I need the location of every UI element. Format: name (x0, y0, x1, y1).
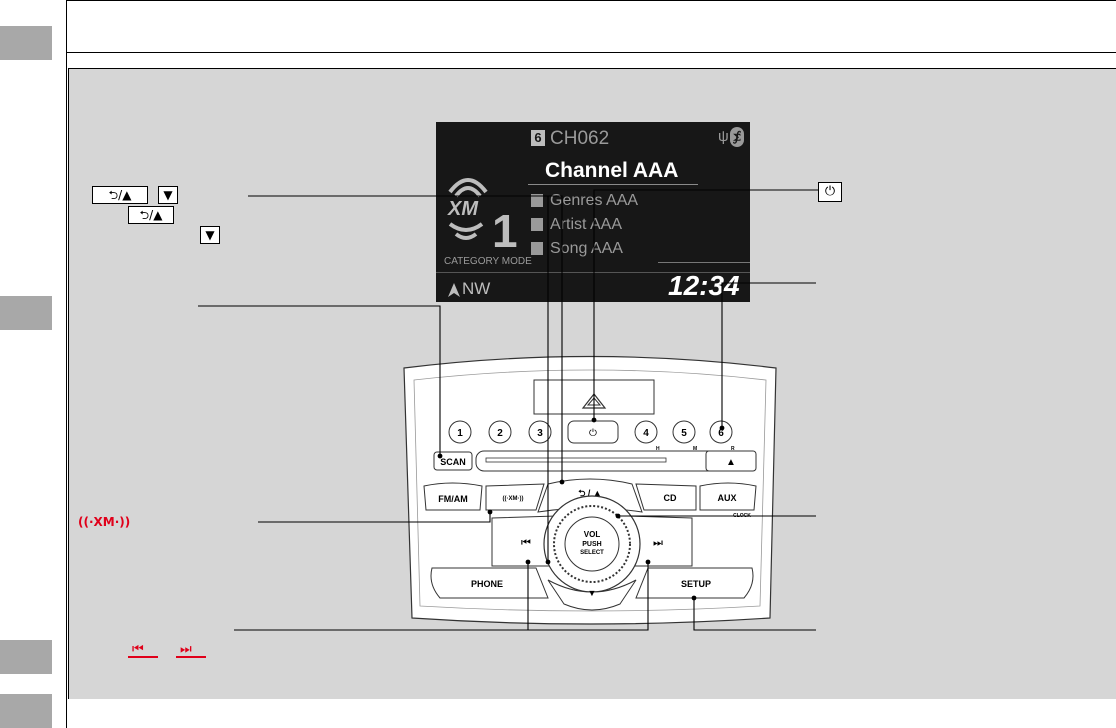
skip-back-button-icon: ⏮ (521, 537, 531, 549)
preset-6-label: 6 (718, 428, 724, 439)
fmam-button (423, 482, 483, 511)
xm-band-number: 1 (492, 205, 518, 257)
skip-forward-underline (176, 656, 206, 658)
preset-sub-r: R (731, 446, 735, 452)
back-up-key-icon: ⮌/▲ (92, 186, 148, 204)
song-icon (531, 242, 543, 255)
channel-name: Channel AAA (545, 159, 679, 182)
side-tab-2[interactable] (0, 296, 52, 330)
side-tab-3[interactable] (0, 640, 52, 674)
leader-power (593, 189, 818, 420)
xm-logo: XM (448, 198, 478, 220)
eject-button (705, 450, 757, 472)
volume-knob-center (564, 516, 620, 572)
eject-icon: ▲ (726, 457, 736, 468)
channel-number: CH062 (550, 128, 610, 149)
phone-label: PHONE (471, 579, 503, 589)
preset-5-label: 5 (681, 428, 687, 439)
artist-icon (531, 218, 543, 231)
preset-buttons (448, 420, 733, 444)
cd-label: CD (664, 493, 677, 503)
preset-1-label: 1 (457, 428, 463, 439)
down-key-icon-2: ▼ (200, 226, 220, 244)
fmam-label: FM/AM (438, 494, 468, 504)
preset-2-label: 2 (497, 428, 503, 439)
knob-label-vol: VOL (584, 530, 601, 539)
audio-display: 6 CH062 ψ ⨋ Channel AAA Genres AAA Artis… (436, 122, 750, 302)
phone-button (430, 567, 549, 599)
preset-number-badge: 6 (531, 130, 545, 146)
mode-label: CATEGORY MODE (444, 256, 532, 267)
side-tab-1[interactable] (0, 26, 52, 60)
leader-dots (437, 417, 725, 601)
leader-skip-forward (528, 562, 649, 631)
xm-button-text: ((·XM·)) (503, 496, 524, 502)
cd-button (635, 483, 697, 511)
knob-label-push: PUSH (582, 541, 601, 548)
top-rule (66, 0, 1116, 1)
preset-sub-h: H (656, 446, 660, 452)
scan-button (433, 451, 473, 471)
preset-4-button (634, 420, 658, 444)
skip-back-underline (128, 656, 158, 658)
xm-button-label: ((·XM·)) (78, 515, 131, 529)
knob-label-select: SELECT (580, 550, 604, 556)
status-divider (436, 272, 750, 273)
preset-3-button (528, 420, 552, 444)
leader-lines (198, 189, 818, 631)
skip-back-icon: ⏮ (132, 642, 144, 657)
preset-6-button (709, 420, 733, 444)
back-up-key-icon-2: ⮌/▲ (128, 206, 174, 224)
signal-waves-low-icon (448, 222, 484, 240)
left-rule (66, 0, 67, 728)
signal-waves-icon (448, 178, 488, 198)
power-button-icon: ⏻ (589, 428, 597, 439)
preset-5-button (672, 420, 696, 444)
setup-button (635, 567, 754, 599)
cd-slot (485, 457, 667, 463)
down-button (547, 579, 637, 611)
preset-1-button (448, 420, 472, 444)
compass-arrow-icon (448, 283, 460, 297)
power-key-icon: ⏻ (818, 182, 842, 202)
preset-3-label: 3 (537, 428, 543, 439)
usb-icon: ψ (718, 128, 729, 145)
song-text: Song AAA (550, 240, 623, 257)
aux-label: AUX (717, 493, 736, 503)
clock-display: 12:34 (668, 270, 740, 301)
preset-sub-m: M (693, 446, 697, 452)
skip-forward-icon: ⏭ (180, 642, 192, 657)
title-underline (528, 184, 698, 185)
skip-forward-button-icon: ⏭ (653, 537, 663, 549)
leader-down (248, 195, 549, 562)
xm-button (485, 483, 545, 511)
down-key-icon: ▼ (158, 186, 178, 204)
down-button-icon: ▼ (588, 588, 597, 598)
artist-text: Artist AAA (550, 216, 623, 233)
preset-4-label: 4 (643, 428, 649, 439)
side-tab-4[interactable] (0, 694, 52, 728)
back-up-button-label: ⮌ / ▲ (578, 488, 602, 498)
compass-heading: NW (462, 279, 491, 298)
aux-button (699, 482, 757, 511)
bluetooth-icon: ⨋ (730, 127, 744, 147)
setup-label: SETUP (681, 579, 711, 589)
header-rule (66, 52, 1116, 53)
leader-setup (693, 598, 816, 631)
scan-label: SCAN (440, 457, 466, 467)
clock-divider (658, 262, 750, 263)
leader-scan (198, 305, 441, 456)
genre-icon (531, 194, 543, 207)
preset-2-button (488, 420, 512, 444)
leader-preset6-clock (721, 282, 816, 428)
console-inner-bezel (413, 369, 767, 612)
